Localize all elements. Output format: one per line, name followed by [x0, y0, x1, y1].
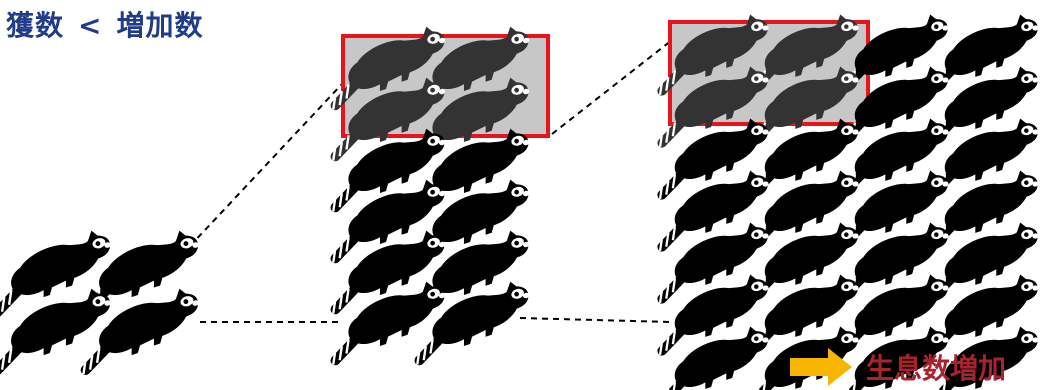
page-title: 獲数 < 増加数 — [6, 4, 204, 44]
connector-stage1-stage2-top — [189, 83, 343, 247]
legend-label: 生息数増加 — [866, 352, 1007, 385]
legend-arrow-icon — [790, 348, 852, 386]
raccoon-icon — [0, 284, 121, 374]
connector-lines — [189, 39, 673, 323]
title-increase-count: 増加数 — [116, 9, 204, 42]
title-harvest-count: 獲数 — [6, 9, 65, 42]
title-less-than-symbol: < — [78, 9, 103, 42]
connector-stage2-stage3-top — [551, 39, 673, 135]
raccoon-group-stage-1 — [0, 226, 209, 374]
connector-stage2-stage3-bottom — [519, 317, 671, 323]
